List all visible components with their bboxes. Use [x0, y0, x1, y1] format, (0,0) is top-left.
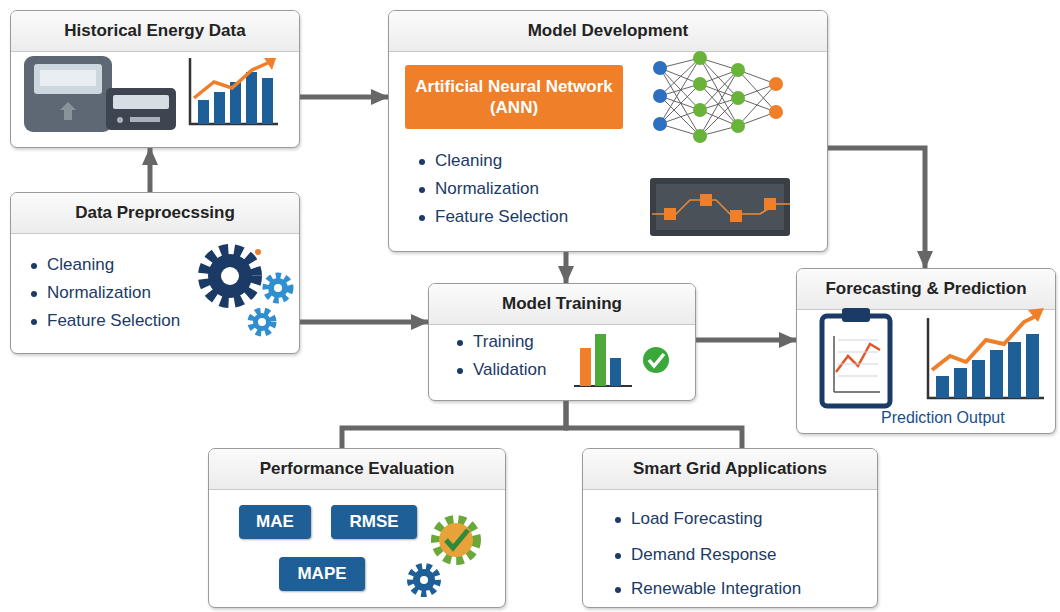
- flow-connector: [300, 320, 428, 325]
- box-text: MAE: [256, 512, 294, 532]
- bullet-dot: [419, 159, 425, 165]
- bar-chart-icon: [190, 58, 278, 124]
- bullet-dot: [419, 215, 425, 221]
- clipboard-chart-icon: [822, 308, 890, 406]
- bullet-text: Validation: [473, 360, 546, 380]
- bullet-text: Renewable Integration: [631, 579, 801, 599]
- bullet-dot: [457, 368, 463, 374]
- prediction-chart-icon: [928, 308, 1044, 398]
- flow-connector: [342, 401, 566, 448]
- bullet-text: Cleaning: [47, 255, 114, 275]
- gear-icon: [204, 249, 290, 333]
- flow-connector: [300, 95, 388, 100]
- box-text: MAPE: [297, 564, 346, 584]
- flow-connector: [564, 252, 569, 283]
- box-title: Data Preproecssing: [11, 203, 299, 223]
- box-text: Prediction Output: [881, 409, 1005, 427]
- process-box: Model TrainingTrainingValidation: [428, 283, 696, 401]
- bullet-text: Normalization: [435, 179, 539, 199]
- bullet-text: Load Forecasting: [631, 509, 762, 529]
- evaluation-gear-icon: [411, 520, 476, 593]
- box-title: Forecasting & Prediction: [797, 279, 1055, 299]
- bullet-dot: [419, 187, 425, 193]
- bullet-text: Feature Selection: [435, 207, 568, 227]
- process-box: Smart Grid ApplicationsLoad ForecastingD…: [582, 448, 878, 608]
- bullet-text: Demand Response: [631, 545, 777, 565]
- neural-network-icon: [653, 51, 783, 143]
- flow-connector: [566, 401, 742, 448]
- bullet-dot: [615, 587, 621, 593]
- meter-icon: [24, 56, 176, 132]
- model-box: Artificial Neural Network (ANN): [405, 65, 623, 129]
- flow-connector: [696, 338, 796, 343]
- metric-box: MAE: [239, 505, 311, 539]
- flow-connector: [148, 148, 153, 192]
- training-chart-icon: [574, 334, 669, 386]
- bullet-text: Cleaning: [435, 151, 502, 171]
- box-title: Model Training: [429, 294, 695, 314]
- bullet-dot: [615, 553, 621, 559]
- box-title: Performance Evaluation: [209, 459, 505, 479]
- flow-connector: [828, 148, 925, 268]
- box-title: Smart Grid Applications: [583, 459, 877, 479]
- box-text: Artificial Neural Network (ANN): [405, 76, 623, 119]
- box-title: Model Development: [389, 21, 827, 41]
- bullet-text: Feature Selection: [47, 311, 180, 331]
- metric-box: RMSE: [331, 505, 417, 539]
- bullet-dot: [31, 291, 37, 297]
- bullet-text: Normalization: [47, 283, 151, 303]
- bullet-dot: [31, 263, 37, 269]
- box-text: RMSE: [349, 512, 398, 532]
- bullet-text: Training: [473, 332, 534, 352]
- metric-box: MAPE: [279, 557, 365, 591]
- bullet-dot: [615, 517, 621, 523]
- bullet-dot: [31, 319, 37, 325]
- bullet-dot: [457, 340, 463, 346]
- circuit-board-icon: [650, 178, 790, 236]
- box-title: Historical Energy Data: [11, 21, 299, 41]
